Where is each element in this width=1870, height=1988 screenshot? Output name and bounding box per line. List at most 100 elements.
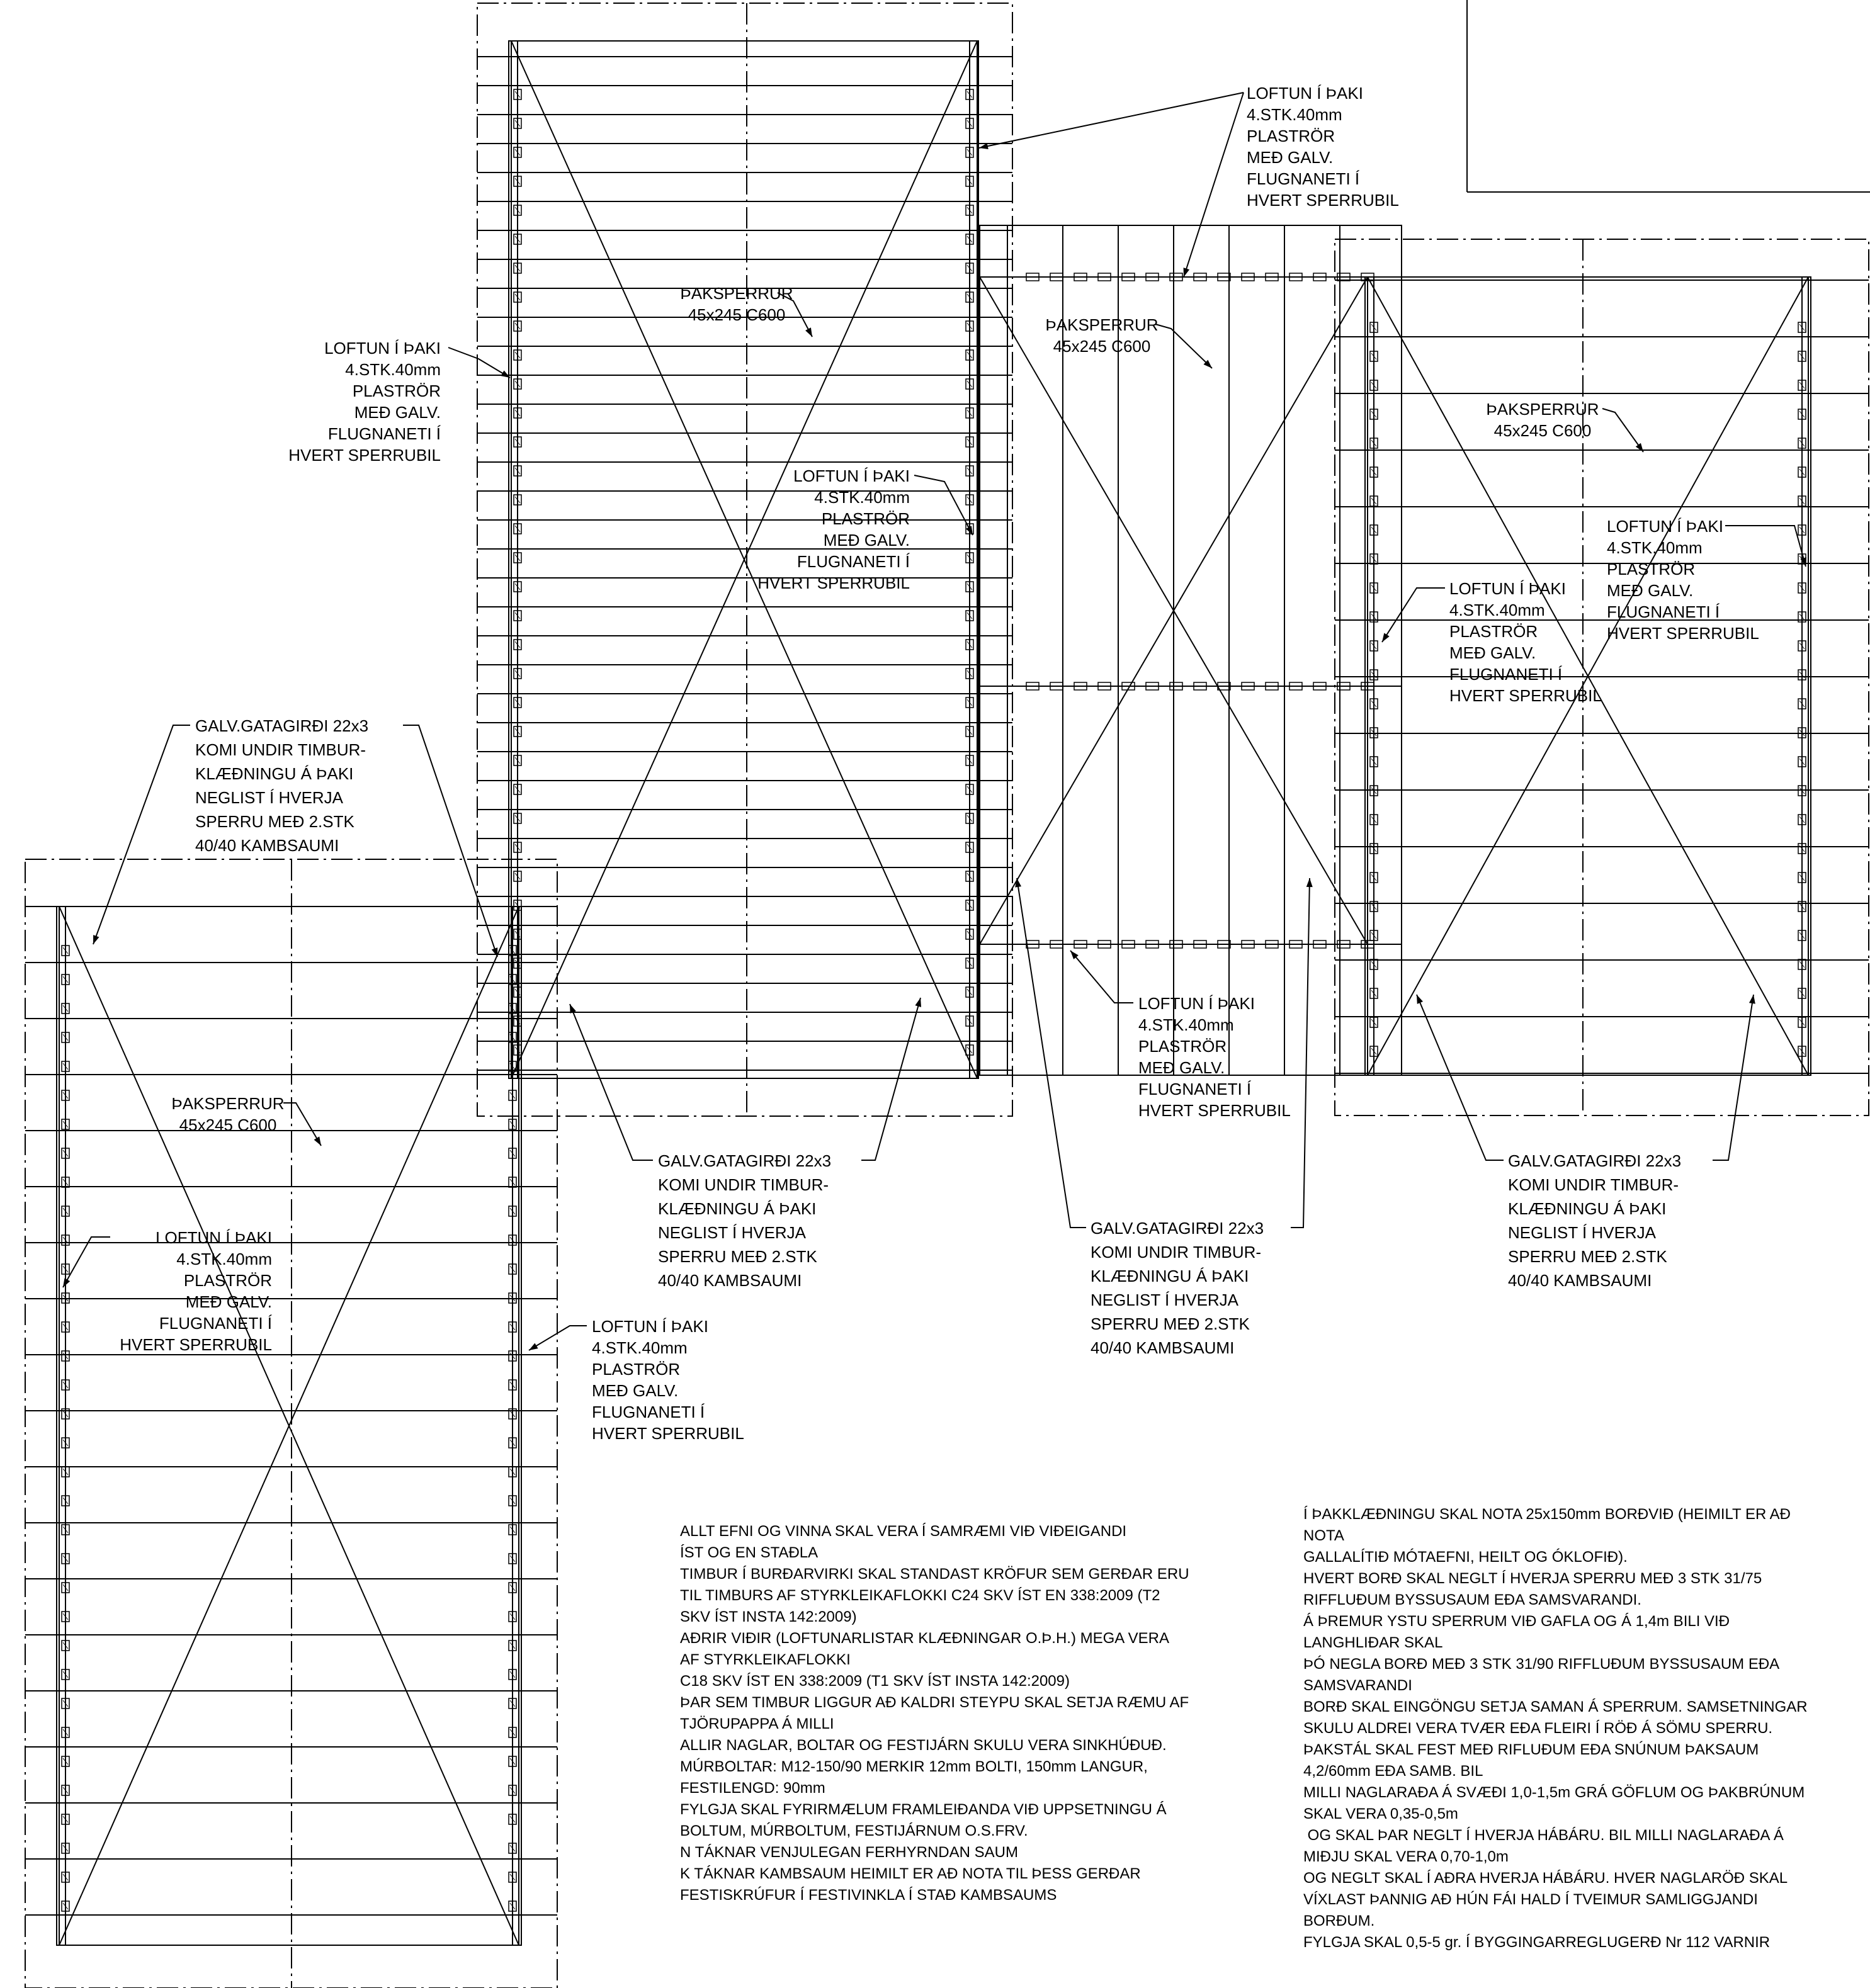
diagonal: [511, 40, 978, 1079]
notes-middle-line: C18 SKV ÍST EN 338:2009 (T1 SKV ÍST INST…: [680, 1673, 1070, 1690]
bracket-mark: [1369, 438, 1378, 449]
bracket-mark: [514, 612, 521, 619]
label-loftun-line: FLUGNANETI Í: [1247, 169, 1360, 188]
bracket-mark: [1050, 682, 1063, 691]
label-loftun-line: HVERT SPERRUBIL: [120, 1335, 272, 1354]
bracket-mark: [966, 786, 973, 793]
bracket-mark: [1369, 785, 1378, 796]
bracket-mark: [966, 844, 973, 851]
bracket-mark: [61, 1640, 70, 1651]
bracket-mark: [513, 639, 522, 650]
bracket-mark: [61, 1466, 70, 1477]
bracket-mark: [1369, 322, 1378, 333]
bracket-mark: [966, 380, 973, 388]
bracket-mark: [61, 1698, 70, 1709]
bracket-mark: [62, 1613, 69, 1620]
bracket-mark: [508, 1061, 517, 1072]
label-loftun-line: HVERT SPERRUBIL: [757, 573, 910, 592]
bracket-mark: [1799, 903, 1805, 910]
bracket-mark: [62, 1265, 69, 1273]
label-thaksperrur-line: ÞAKSPERRUR: [680, 284, 793, 303]
bracket-mark: [966, 438, 973, 446]
bracket-mark: [514, 554, 521, 562]
label-loftun-line: PLASTRÖR: [822, 509, 910, 528]
bracket-mark: [1369, 1017, 1378, 1028]
bracket-mark: [1371, 468, 1377, 476]
bracket-mark: [1369, 1046, 1378, 1057]
framing-geometry: [25, 0, 1870, 1988]
bracket-mark: [965, 234, 974, 245]
bracket-mark: [508, 1900, 517, 1912]
bracket-mark: [1371, 932, 1377, 939]
label-loftun-line: PLASTRÖR: [353, 381, 441, 400]
bracket-mark: [1799, 845, 1805, 852]
leader-line: [914, 475, 973, 536]
label-gatagirdi-line: NEGLIST Í HVERJA: [1091, 1291, 1239, 1309]
bracket-mark: [514, 670, 521, 677]
label-loftun-line: LOFTUN Í ÞAKI: [156, 1228, 272, 1247]
bracket-mark: [62, 1671, 69, 1678]
bracket-mark: [1369, 553, 1378, 565]
bracket-mark: [966, 612, 973, 619]
bracket-mark: [508, 1524, 517, 1535]
bracket-mark: [509, 1613, 516, 1620]
bracket-mark: [61, 1003, 70, 1014]
bracket-mark: [1265, 940, 1279, 949]
bracket-mark: [62, 1787, 69, 1794]
bracket-mark: [1217, 273, 1231, 281]
notes-middle-line: SKV ÍST INSTA 142:2009): [680, 1608, 857, 1625]
bracket-mark: [62, 1816, 69, 1823]
arrowhead: [1748, 995, 1755, 1004]
notes-right-line: HVERT BORÐ SKAL NEGLT Í HVERJA SPERRU ME…: [1303, 1570, 1762, 1587]
label-loftun-line: MEÐ GALV.: [1138, 1058, 1225, 1077]
bracket-mark: [1337, 273, 1351, 281]
bracket-mark: [1371, 353, 1377, 360]
bracket-mark: [513, 523, 522, 534]
bracket-mark: [1799, 874, 1805, 881]
connector-outline: [979, 225, 1402, 1076]
bracket-mark: [1798, 988, 1806, 999]
bracket-mark: [1799, 671, 1805, 679]
bracket-mark: [965, 118, 974, 129]
label-loftun-line: 4.STK.40mm: [1247, 105, 1342, 124]
bracket-mark: [62, 1873, 69, 1881]
label-loftun-line: LOFTUN Í ÞAKI: [1607, 517, 1723, 536]
bracket-mark: [1097, 940, 1111, 949]
bracket-mark: [1369, 466, 1378, 478]
bracket-mark: [965, 784, 974, 795]
bracket-mark: [509, 1787, 516, 1794]
bracket-mark: [1369, 901, 1378, 912]
bracket-mark: [965, 1015, 974, 1027]
bracket-mark: [514, 178, 521, 185]
bracket-mark: [1217, 940, 1231, 949]
bracket-mark: [513, 871, 522, 882]
bracket-mark: [513, 610, 522, 621]
bracket-mark: [966, 873, 973, 880]
bracket-mark: [1097, 273, 1111, 281]
label-loftun-line: HVERT SPERRUBIL: [1247, 191, 1399, 210]
bracket-mark: [1798, 669, 1806, 681]
label-loftun-line: MEÐ GALV.: [186, 1292, 272, 1311]
bracket-mark: [62, 1005, 69, 1012]
bracket-mark: [1369, 843, 1378, 854]
bracket-mark: [513, 668, 522, 679]
bracket-mark: [62, 1236, 69, 1244]
bracket-mark: [1371, 526, 1377, 534]
bracket-mark: [61, 1843, 70, 1854]
arrowhead: [1015, 878, 1022, 888]
bracket-mark: [965, 349, 974, 361]
leader-line: [1070, 950, 1133, 1003]
bracket-mark: [61, 1669, 70, 1680]
arrowhead: [1635, 443, 1643, 452]
bracket-mark: [1371, 816, 1377, 823]
bracket-mark: [509, 1526, 516, 1533]
bracket-mark: [965, 378, 974, 390]
bracket-mark: [1369, 988, 1378, 999]
bracket-mark: [514, 293, 521, 301]
bracket-mark: [1121, 682, 1135, 691]
bracket-mark: [508, 1727, 517, 1738]
label-loftun-line: PLASTRÖR: [1607, 560, 1695, 579]
bracket-mark: [965, 929, 974, 940]
bracket-mark: [513, 842, 522, 853]
